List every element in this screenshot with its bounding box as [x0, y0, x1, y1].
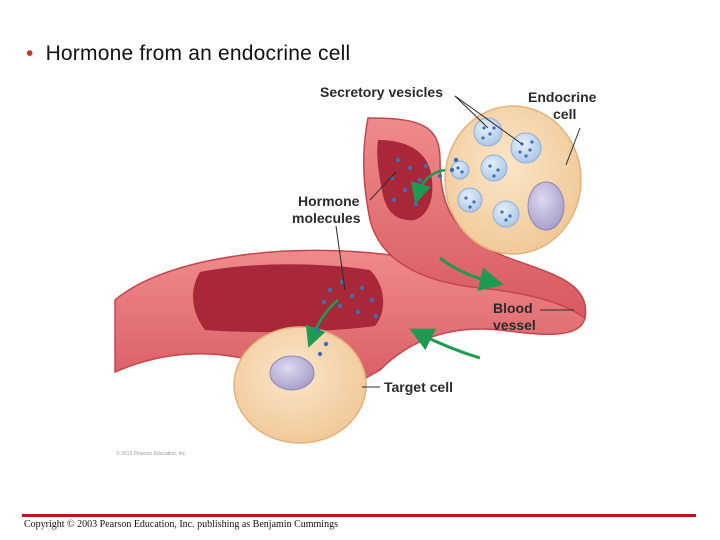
title-bullet: • — [26, 42, 34, 65]
secretory-vesicle — [457, 187, 483, 213]
secretory-vesicle — [510, 132, 542, 164]
label-blood-vessel-line2: vessel — [493, 317, 536, 333]
flow-arrow-upper — [439, 256, 504, 291]
target-cell — [233, 299, 367, 444]
label-blood-vessel-line1: Blood — [493, 300, 533, 316]
uptake-arrow — [305, 299, 339, 348]
endocrine-cell — [410, 105, 582, 255]
label-endocrine-cell-line2: cell — [553, 106, 576, 122]
label-hormone-molecules-line2: molecules — [292, 210, 361, 226]
flow-arrow-lower — [409, 328, 481, 360]
endocrine-cell-body — [444, 105, 582, 255]
secretion-arrow — [410, 168, 446, 204]
label-hormone-molecules-line1: Hormone — [298, 193, 360, 209]
target-nucleus — [269, 355, 315, 391]
endocrine-nucleus — [527, 181, 565, 231]
title-text: Hormone from an endocrine cell — [45, 42, 351, 65]
secretory-vesicle — [480, 154, 508, 182]
copyright-notice: Copyright © 2003 Pearson Education, Inc.… — [24, 519, 338, 530]
vessel-lumen-lower — [193, 264, 384, 333]
footer-rule — [22, 514, 696, 517]
figure-credit: © 2013 Pearson Education, Inc. — [116, 450, 187, 457]
label-target-cell: Target cell — [384, 379, 453, 395]
label-endocrine-cell-line1: Endocrine — [528, 89, 597, 105]
blood-vessel — [114, 117, 587, 399]
slide-title: • Hormone from an endocrine cell — [26, 42, 350, 66]
leader-lines — [335, 95, 581, 388]
secretory-vesicle — [473, 117, 503, 147]
hormone-molecules — [315, 157, 459, 357]
secretory-vesicle — [492, 200, 520, 228]
vesicle-hormone-dots — [456, 126, 534, 222]
label-secretory-vesicles: Secretory vesicles — [320, 84, 443, 100]
